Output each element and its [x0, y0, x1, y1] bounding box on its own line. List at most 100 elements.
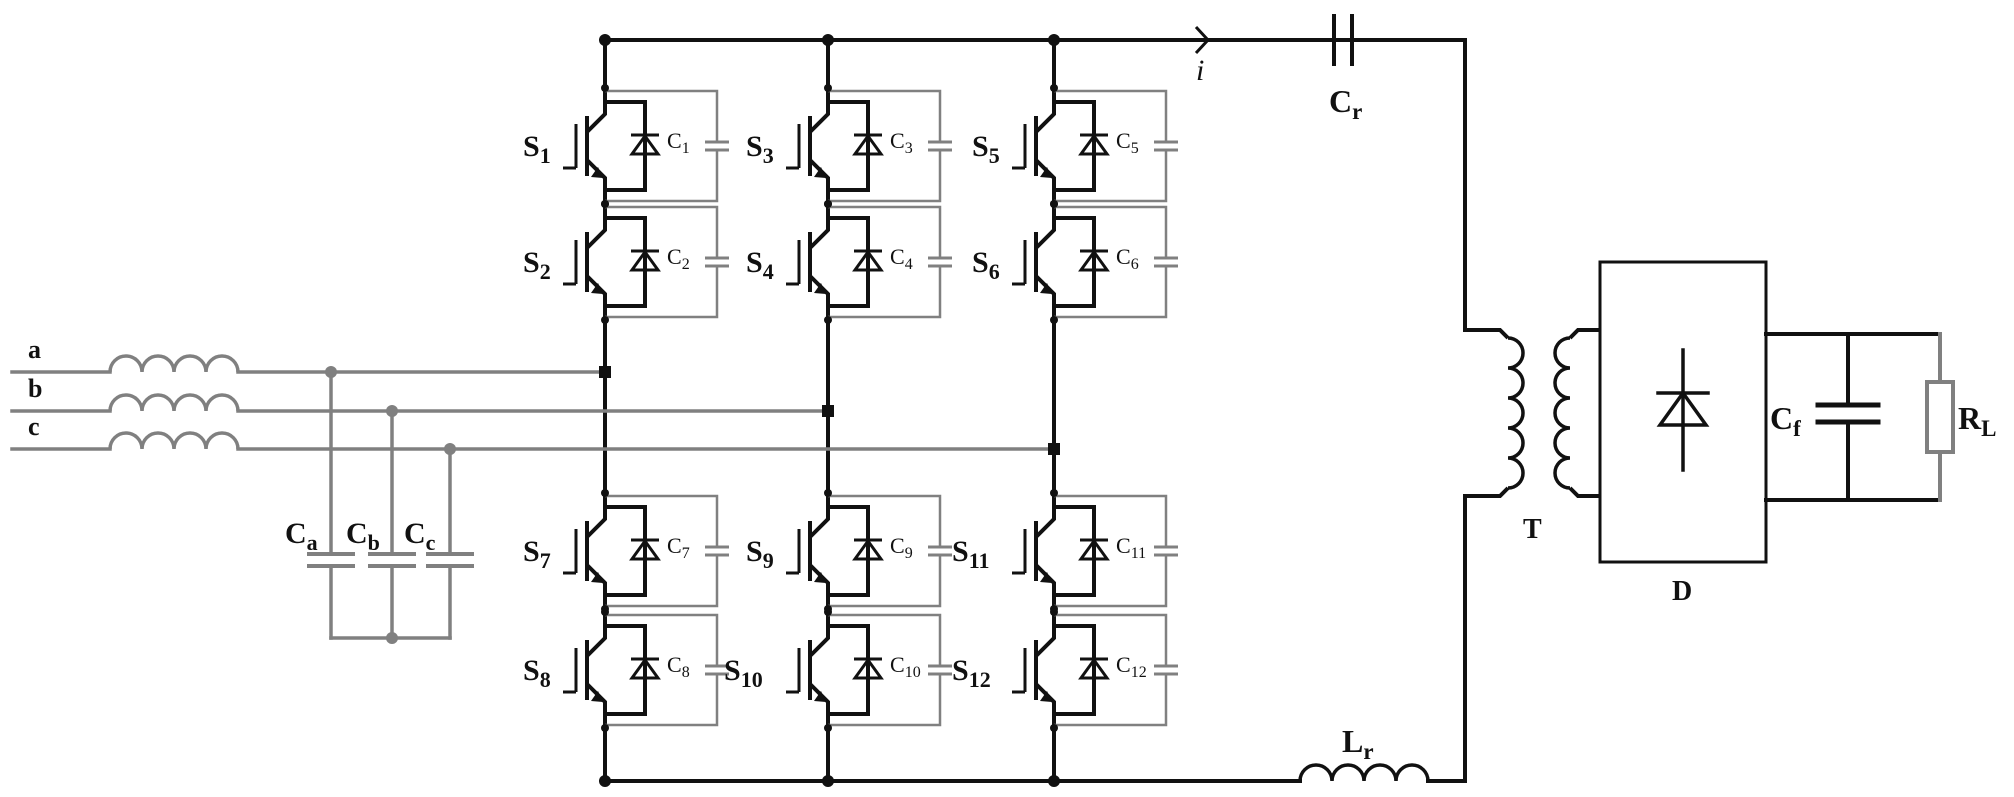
snubber-label-c2-main: C [667, 244, 682, 269]
snubber-wire [605, 207, 717, 258]
leg-midpoint-node [599, 366, 611, 378]
snubber-wire [605, 150, 717, 201]
switch-label-s8: S8 [523, 654, 551, 692]
load-label: RL [1958, 400, 1996, 441]
cell-node [1050, 316, 1058, 324]
switch-label-s1-main: S [523, 130, 540, 163]
cell-node [1050, 608, 1058, 616]
cell-node [601, 84, 609, 92]
snubber-label-c12-main: C [1116, 652, 1131, 677]
wire [1465, 330, 1508, 338]
filter-cap-label-b-subscript: b [368, 530, 380, 555]
switch-cell-s6 [1012, 200, 1178, 324]
filter-cap-label-a-main: C [285, 517, 307, 550]
switch-label-s11-subscript: 11 [969, 548, 990, 573]
snubber-label-c5-subscript: 5 [1131, 140, 1139, 157]
snubber-label-c1-main: C [667, 128, 682, 153]
snubber-label-c1: C1 [667, 128, 690, 157]
snubber-label-c9-main: C [890, 533, 905, 558]
switch-label-s9-main: S [746, 535, 763, 568]
input-inductor-icon [110, 395, 238, 411]
cell-node [601, 489, 609, 497]
snubber-wire [828, 615, 940, 666]
snubber-wire [828, 91, 940, 142]
phase-label-a-main: a [28, 335, 41, 364]
igbt-collector [810, 100, 828, 132]
load-resistor-icon [1927, 382, 1953, 452]
snubber-wire [605, 91, 717, 142]
wire [1570, 330, 1600, 338]
snubber-label-c6: C6 [1116, 244, 1139, 273]
cell-node [601, 316, 609, 324]
filter-cap-star-node [386, 632, 398, 644]
snubber-wire [1054, 496, 1166, 547]
top-rail-node [822, 34, 834, 46]
filter-cap-label-a: Ca [285, 517, 318, 555]
snubber-label-c7-subscript: 7 [682, 545, 690, 562]
snubber-wire [605, 674, 717, 725]
resonant-cap-label: Cr [1329, 83, 1362, 124]
switch-label-s11-main: S [952, 535, 969, 568]
filter-cap-label-c-subscript: c [426, 530, 436, 555]
filter-cap-label-a-subscript: a [307, 530, 318, 555]
snubber-label-c5: C5 [1116, 128, 1139, 157]
cell-node [824, 608, 832, 616]
filter-cap-node [444, 443, 456, 455]
snubber-label-c10-main: C [890, 652, 905, 677]
labels: S1C1S2C2S7C7S8C8S3C3S4C4S9C9S10C10S5C5S6… [28, 54, 1996, 764]
switch-cell-s1 [563, 84, 729, 208]
igbt-collector [1036, 624, 1054, 656]
cell-node [601, 724, 609, 732]
snubber-label-c8-main: C [667, 652, 682, 677]
snubber-label-c4-main: C [890, 244, 905, 269]
input-inductor-icon [110, 356, 238, 372]
snubber-label-c9: C9 [890, 533, 913, 562]
load-label-main: R [1958, 400, 1982, 436]
snubber-wire [605, 555, 717, 606]
snubber-label-c8: C8 [667, 652, 690, 681]
switch-label-s6: S6 [972, 246, 1000, 284]
resonant-cap-label-main: C [1329, 83, 1352, 119]
igbt-collector [587, 505, 605, 537]
switch-label-s3: S3 [746, 130, 774, 168]
snubber-wire [1054, 266, 1166, 317]
switch-label-s8-main: S [523, 654, 540, 687]
phase-label-b: b [28, 374, 42, 403]
switch-label-s2: S2 [523, 246, 551, 284]
switch-label-s10-subscript: 10 [741, 667, 763, 692]
switch-label-s7-main: S [523, 535, 540, 568]
snubber-wire [605, 496, 717, 547]
cell-node [601, 608, 609, 616]
switch-label-s6-subscript: 6 [989, 259, 1000, 284]
snubber-label-c3-main: C [890, 128, 905, 153]
switch-label-s5-main: S [972, 130, 989, 163]
switch-label-s4-subscript: 4 [763, 259, 774, 284]
switch-cell-s7 [563, 489, 729, 613]
snubber-label-c6-subscript: 6 [1131, 256, 1139, 273]
switch-label-s9: S9 [746, 535, 774, 573]
load-label-subscript: L [1981, 416, 1996, 441]
switch-label-s2-subscript: 2 [540, 259, 551, 284]
snubber-label-c7: C7 [667, 533, 690, 562]
cell-node [601, 200, 609, 208]
switch-label-s6-main: S [972, 246, 989, 279]
snubber-wire [828, 266, 940, 317]
output-cap-label: Cf [1770, 400, 1801, 441]
switch-label-s7: S7 [523, 535, 551, 573]
snubber-label-c3-subscript: 3 [905, 140, 913, 157]
snubber-label-c4-subscript: 4 [905, 256, 913, 273]
switch-label-s7-subscript: 7 [540, 548, 551, 573]
igbt-collector [1036, 216, 1054, 248]
snubber-wire [1054, 207, 1166, 258]
rectifier-label: D [1672, 576, 1692, 607]
snubber-wire [1054, 674, 1166, 725]
resonant-inductor-label-main: L [1342, 723, 1363, 759]
components [110, 16, 1953, 787]
current-label: i [1196, 54, 1204, 87]
switch-label-s10-main: S [724, 654, 741, 687]
snubber-wire [828, 207, 940, 258]
snubber-wire [828, 674, 940, 725]
snubber-wire [1054, 150, 1166, 201]
igbt-collector [587, 624, 605, 656]
